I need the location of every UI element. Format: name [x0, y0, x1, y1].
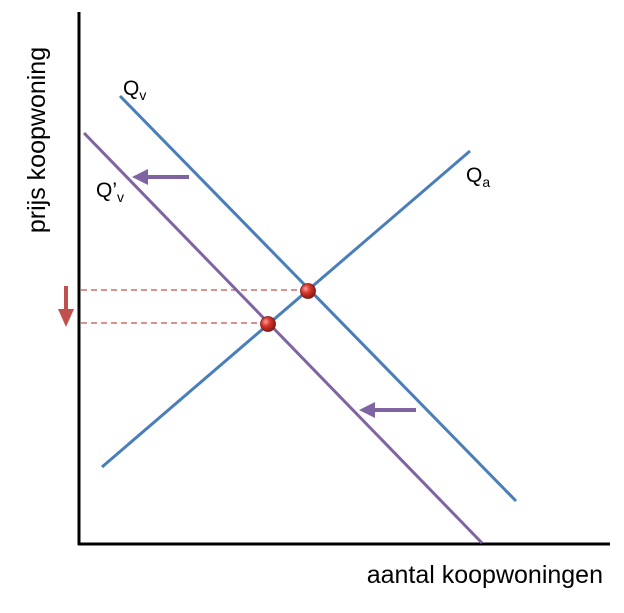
- demand-curve-label: Qv: [123, 77, 146, 103]
- demand-shifted-curve-label: Q’v: [96, 179, 124, 205]
- supply-curve-label: Qa: [466, 164, 490, 190]
- demand-curve: [118, 94, 518, 503]
- arrow-left-icon: [132, 169, 189, 185]
- supply-curve: [101, 149, 471, 469]
- arrow-down-icon: [58, 286, 74, 327]
- x-axis-label: aantal koopwoningen: [367, 561, 603, 589]
- y-axis-label: prijs koopwoning: [23, 47, 51, 233]
- demand-curve-shifted: [82, 131, 484, 545]
- equilibrium-point-new: [260, 316, 276, 332]
- equilibrium-point-old: [300, 283, 316, 299]
- arrow-left-icon: [359, 402, 416, 418]
